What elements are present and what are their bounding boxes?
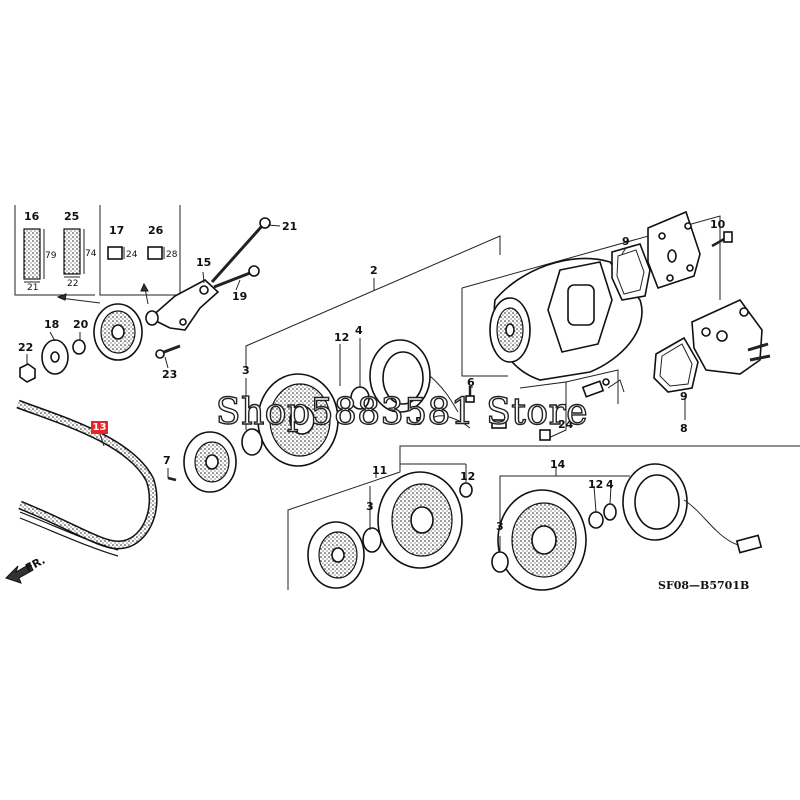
dim-21: 21 xyxy=(27,283,38,293)
dim-22: 22 xyxy=(67,279,78,289)
front-direction-label: FR. xyxy=(23,554,47,575)
callout-21: 21 xyxy=(282,220,297,233)
callout-12-mid: 12 xyxy=(460,470,475,483)
idler-pulley-inset xyxy=(14,205,181,305)
callout-22: 22 xyxy=(18,341,33,354)
callout-12-top: 12 xyxy=(334,331,349,344)
compressor-clutch-set-11 xyxy=(287,463,473,590)
drive-belt xyxy=(16,399,158,557)
idler-pulley-assembly xyxy=(19,217,281,383)
callout-11: 11 xyxy=(372,464,387,477)
callout-2: 2 xyxy=(370,264,378,277)
callout-20: 20 xyxy=(73,318,89,331)
callout-9-lower: 9 xyxy=(680,390,688,403)
callout-3-lower: 3 xyxy=(496,520,504,533)
front-direction-arrow-icon xyxy=(5,563,34,584)
callout-9-top: 9 xyxy=(622,235,630,248)
callout-24: 24 xyxy=(558,418,574,431)
diagram-reference-code: SF08—B5701B xyxy=(658,579,749,592)
callout-5: 5 xyxy=(415,415,423,428)
callout-7: 7 xyxy=(163,454,171,467)
callout-23: 23 xyxy=(162,368,177,381)
callout-25: 25 xyxy=(64,210,79,223)
highlighted-callout-13: 13 xyxy=(91,421,108,434)
callout-8: 8 xyxy=(680,422,688,435)
dim-28: 28 xyxy=(166,250,178,260)
callout-10: 10 xyxy=(710,218,726,231)
callout-18: 18 xyxy=(44,318,59,331)
callout-19: 19 xyxy=(232,290,247,303)
dim-79: 79 xyxy=(45,251,57,261)
callout-17: 17 xyxy=(109,224,124,237)
store-watermark: Shop5883581 Store xyxy=(215,391,589,433)
callout-3-top: 3 xyxy=(242,364,250,377)
dim-24: 24 xyxy=(126,250,138,260)
callout-16: 16 xyxy=(24,210,40,223)
callout-6: 6 xyxy=(467,376,475,389)
compressor-assembly xyxy=(167,210,771,493)
callout-14: 14 xyxy=(550,458,566,471)
callout-26: 26 xyxy=(148,224,164,237)
callout-3-mid: 3 xyxy=(366,500,374,513)
dim-74: 74 xyxy=(85,249,97,259)
callout-12-lower: 12 xyxy=(588,478,603,491)
callout-15: 15 xyxy=(196,256,211,269)
callout-13: 13 xyxy=(92,422,107,433)
callout-4-lower: 4 xyxy=(606,478,614,491)
callout-4-top: 4 xyxy=(355,324,363,337)
compressor-clutch-set-14 xyxy=(399,445,800,591)
